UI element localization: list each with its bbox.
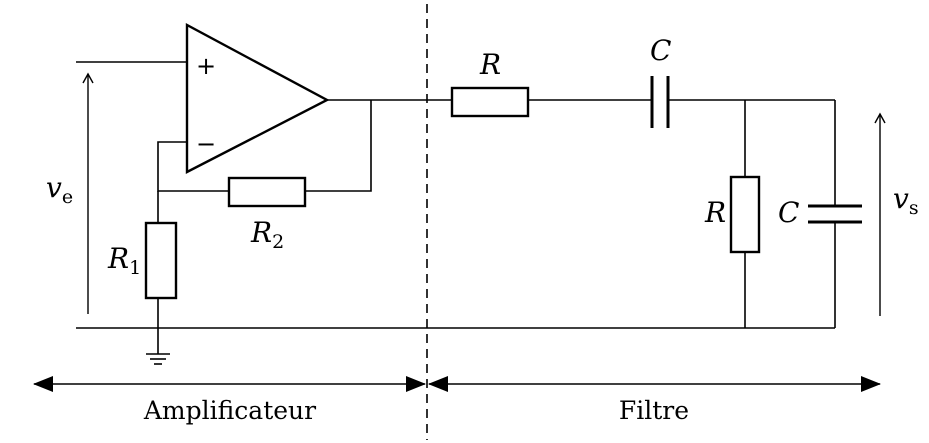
label-vs: vs (893, 182, 919, 219)
op-amp-triangle (185, 22, 330, 174)
resistor-shunt-r (729, 175, 761, 254)
label-r2: R2 (250, 216, 284, 253)
label-shunt-r: R (704, 196, 726, 229)
feedback-wire (305, 100, 372, 192)
ground-symbol (146, 353, 170, 365)
filter-wiring (327, 99, 836, 328)
amplifier-section-label: Amplificateur (143, 396, 316, 425)
capacitor-series-c (650, 76, 670, 128)
op-amp-minus-sign: − (196, 130, 216, 158)
resistor-r1 (144, 221, 178, 300)
resistor-series-r (450, 86, 530, 118)
label-shunt-c: C (778, 196, 799, 229)
label-r1: R1 (107, 242, 141, 279)
inverting-input-wire (157, 141, 229, 192)
amplifier-wiring (76, 61, 372, 354)
op-amp: + − (185, 22, 330, 174)
filter-section-label: Filtre (619, 396, 689, 425)
label-series-r: R (479, 48, 501, 81)
capacitor-shunt-c (808, 204, 862, 224)
label-series-c: C (650, 34, 671, 67)
label-ve: ve (46, 171, 73, 208)
resistor-r2 (227, 176, 307, 208)
op-amp-plus-sign: + (196, 52, 216, 80)
